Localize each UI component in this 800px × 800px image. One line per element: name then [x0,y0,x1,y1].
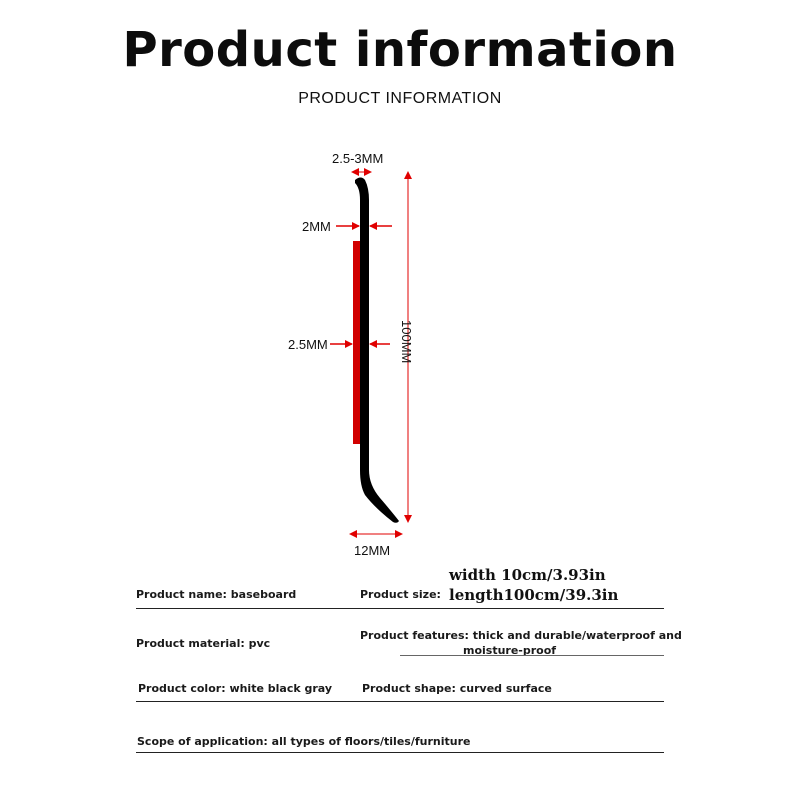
product-features-line2: moisture-proof [463,644,557,657]
divider-3 [136,701,664,702]
product-shape: Product shape: curved surface [362,682,552,695]
divider-1 [136,608,664,609]
baseboard-profile [355,177,399,523]
divider-2 [400,655,664,656]
upper-thickness-label: 2MM [302,219,331,234]
product-size-length: length100cm/39.3in [449,586,619,604]
bottom-width-label: 12MM [354,543,390,558]
scope-of-application: Scope of application: all types of floor… [137,735,471,748]
divider-4 [136,752,664,753]
product-color: Product color: white black gray [138,682,333,695]
product-name: Product name: baseboard [136,588,297,601]
lower-thickness-label: 2.5MM [288,337,328,352]
page-subtitle: PRODUCT INFORMATION [298,90,502,107]
product-size-width: width 10cm/3.93in [449,566,606,584]
product-material: Product material: pvc [136,637,271,650]
page-title: Product information [122,22,678,78]
adhesive-strip [353,241,360,444]
product-size-label: Product size: [360,588,441,601]
top-width-label: 2.5-3MM [332,151,383,166]
product-features: Product features: thick and durable/wate… [360,629,682,642]
height-label: 100MM [399,320,414,363]
